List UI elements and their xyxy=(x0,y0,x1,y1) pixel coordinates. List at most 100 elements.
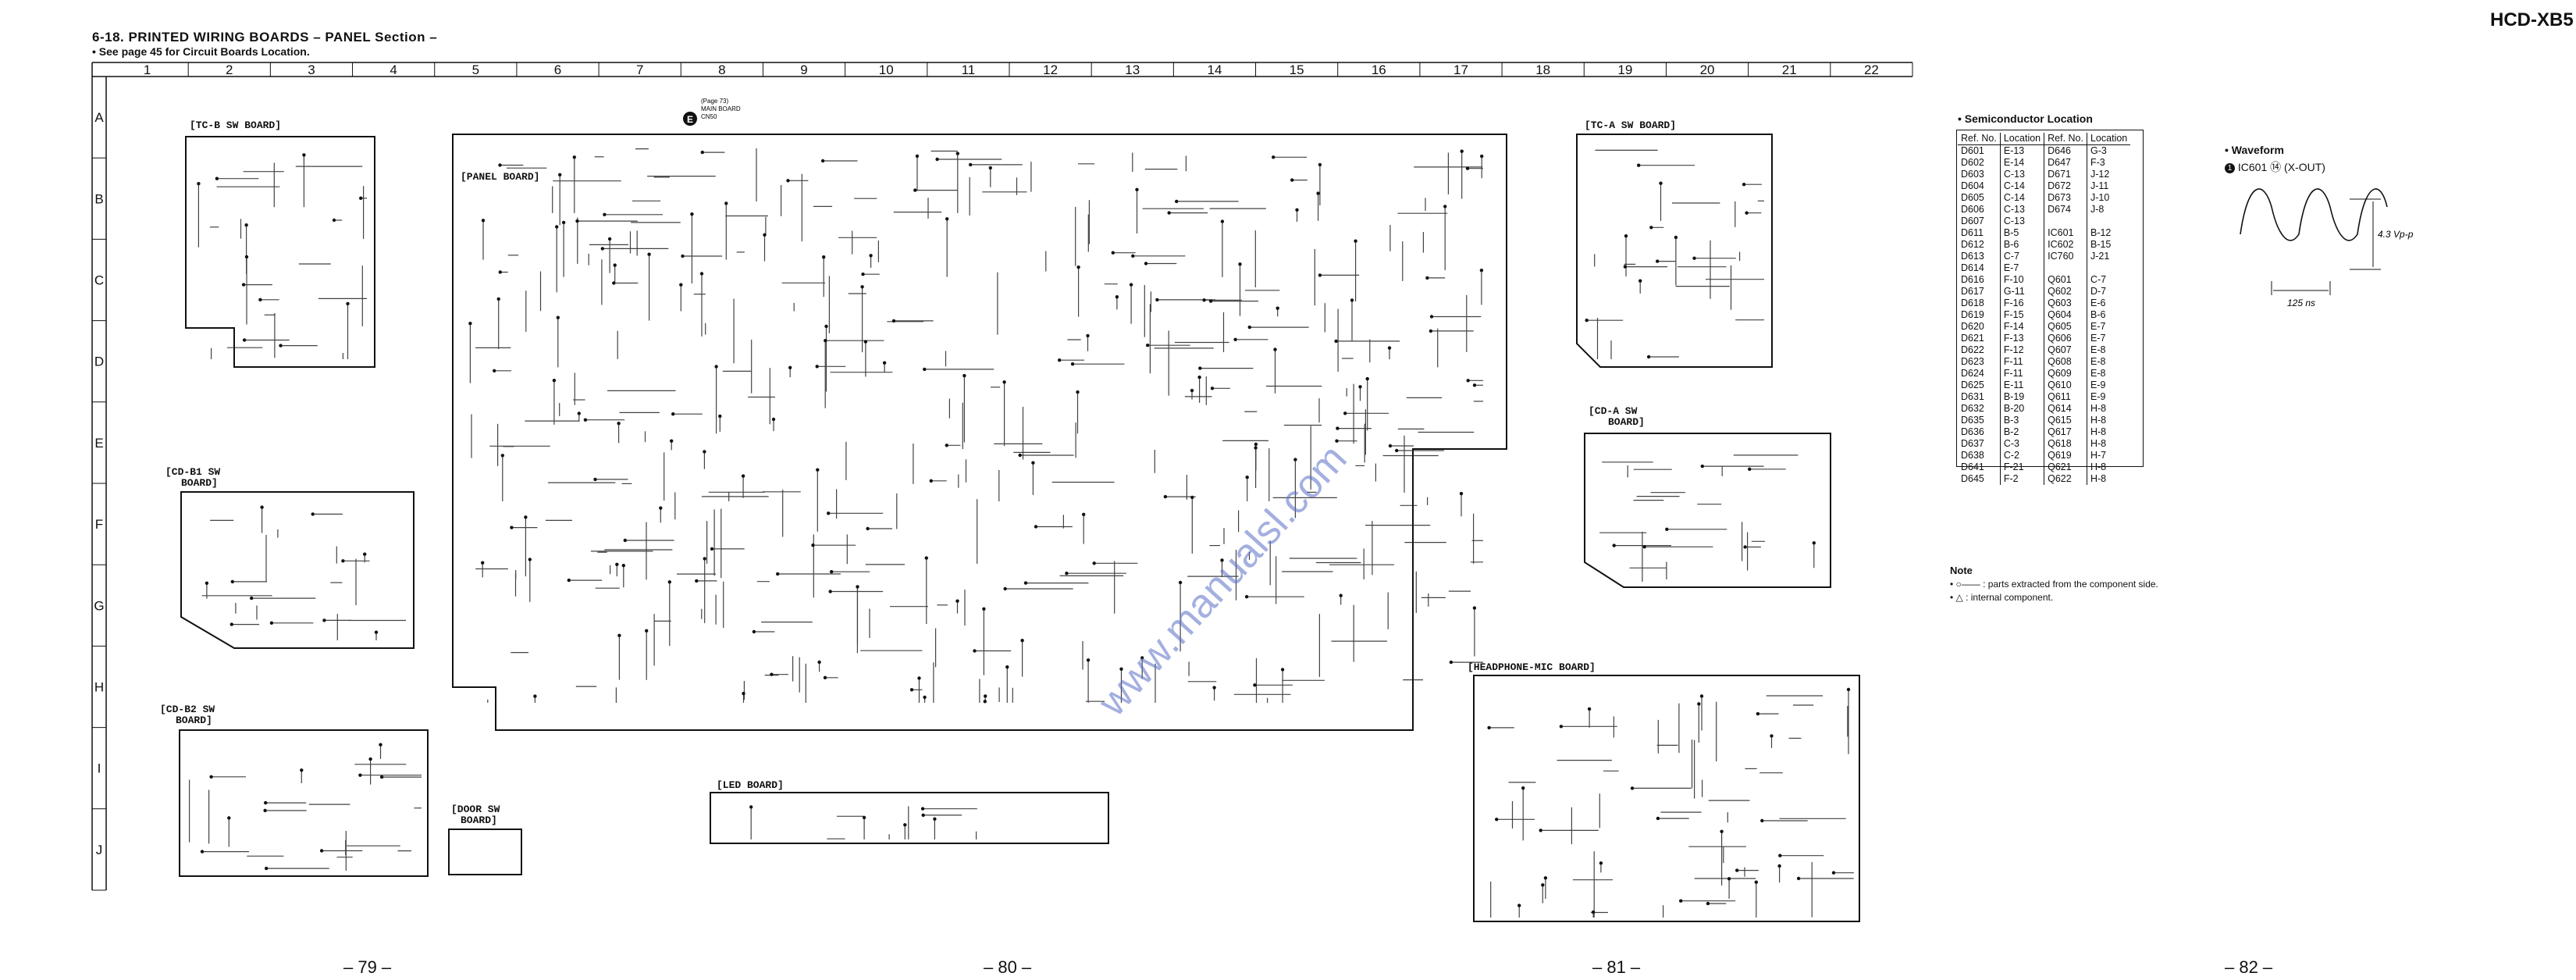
table-cell: IC602 xyxy=(2044,239,2087,251)
page-subtitle: • See page 45 for Circuit Boards Locatio… xyxy=(92,45,310,58)
semiconductor-title: • Semiconductor Location xyxy=(1958,112,2093,125)
table-cell: H-8 xyxy=(2086,438,2131,450)
table-cell: C-13 xyxy=(1999,169,2044,180)
cd-b2-board-outline xyxy=(179,729,429,877)
table-cell: Q609 xyxy=(2044,368,2087,380)
table-row: D614 E-7 xyxy=(1958,262,2131,274)
table-cell: E-7 xyxy=(2086,333,2131,344)
table-cell: C-14 xyxy=(1999,192,2044,204)
table-cell: D672 xyxy=(2044,180,2087,192)
table-cell: D625 xyxy=(1961,380,1984,390)
grid-row-label: A xyxy=(94,110,104,125)
cd-b1-label-2: BOARD] xyxy=(181,477,218,489)
page-number-79: – 79 – xyxy=(343,957,392,977)
table-cell: C-7 xyxy=(2086,274,2131,286)
panel-board-outline xyxy=(452,134,1507,731)
cd-b1-label-1: [CD-B1 SW xyxy=(165,466,220,478)
table-cell: G-3 xyxy=(2086,144,2131,157)
table-cell xyxy=(2086,262,2131,274)
page-number-82: – 82 – xyxy=(2225,957,2273,977)
table-cell: D635 xyxy=(1961,415,1984,426)
table-cell: D614 xyxy=(1961,262,1984,273)
table-cell: Q606 xyxy=(2044,333,2087,344)
table-cell: D612 xyxy=(1961,239,1984,250)
table-cell: E-8 xyxy=(2086,368,2131,380)
table-cell: Q607 xyxy=(2044,344,2087,356)
note-block: Note • ○—— : parts extracted from the co… xyxy=(1950,565,2158,603)
table-cell: D606 xyxy=(1961,204,1984,215)
table-cell: F-3 xyxy=(2086,157,2131,169)
table-cell: C-3 xyxy=(1999,438,2044,450)
table-cell: D601 xyxy=(1961,145,1984,156)
table-cell: F-2 xyxy=(1999,473,2044,485)
table-cell: D636 xyxy=(1961,426,1984,437)
table-cell: H-8 xyxy=(2086,426,2131,438)
table-cell: D607 xyxy=(1961,216,1984,226)
page-title: 6-18. PRINTED WIRING BOARDS – PANEL Sect… xyxy=(92,30,438,45)
cd-a-board-outline xyxy=(1584,433,1831,588)
table-cell: D673 xyxy=(2044,192,2087,204)
table-cell: F-11 xyxy=(1999,356,2044,368)
table-cell: E-9 xyxy=(2086,380,2131,391)
table-cell: D619 xyxy=(1961,309,1984,320)
table-cell xyxy=(2044,262,2087,274)
tc-a-board-outline xyxy=(1576,134,1773,368)
grid-column-label: 22 xyxy=(1864,62,1879,77)
table-header: Location xyxy=(1999,133,2044,145)
table-cell: Q608 xyxy=(2044,356,2087,368)
grid-row-label: G xyxy=(94,598,104,613)
table-cell: IC760 xyxy=(2044,251,2087,262)
table-cell: H-8 xyxy=(2086,415,2131,426)
table-cell: E-13 xyxy=(1999,144,2044,157)
table-cell: B-15 xyxy=(2086,239,2131,251)
table-cell: C-7 xyxy=(1999,251,2044,262)
note-line-1: • ○—— : parts extracted from the compone… xyxy=(1950,579,2158,590)
table-cell: D605 xyxy=(1961,192,1984,203)
grid-column-label: 12 xyxy=(1043,62,1058,77)
table-cell xyxy=(2086,216,2131,227)
panel-label: [PANEL BOARD] xyxy=(461,171,539,183)
table-cell: D602 xyxy=(1961,157,1984,168)
cd-b1-board-outline xyxy=(180,491,415,649)
table-cell: B-20 xyxy=(1999,403,2044,415)
grid-column-label: 2 xyxy=(226,62,233,77)
table-cell: F-21 xyxy=(1999,461,2044,473)
grid-column-label: 6 xyxy=(554,62,561,77)
table-cell: Q619 xyxy=(2044,450,2087,461)
table-cell: Q601 xyxy=(2044,274,2087,286)
table-cell: G-11 xyxy=(1999,286,2044,298)
grid-column-label: 9 xyxy=(800,62,807,77)
table-cell: D621 xyxy=(1961,333,1984,344)
callout-letter: E xyxy=(687,114,693,125)
waveform-period: 125 ns xyxy=(2287,298,2315,308)
table-cell: J-12 xyxy=(2086,169,2131,180)
table-cell: D-7 xyxy=(2086,286,2131,298)
table-cell: F-15 xyxy=(1999,309,2044,321)
table-cell: D604 xyxy=(1961,180,1984,191)
grid-frame xyxy=(91,62,1913,891)
cd-a-label-1: [CD-A SW xyxy=(1589,405,1638,417)
waveform-ic-label: 1 IC601 ⑭ (X-OUT) xyxy=(2225,159,2325,175)
table-cell: C-14 xyxy=(1999,180,2044,192)
table-cell: D623 xyxy=(1961,356,1984,367)
table-cell: B-6 xyxy=(2086,309,2131,321)
table-cell: D671 xyxy=(2044,169,2087,180)
grid-column-label: 13 xyxy=(1125,62,1140,77)
table-cell: B-12 xyxy=(2086,227,2131,239)
table-cell: C-13 xyxy=(1999,204,2044,216)
table-cell: D632 xyxy=(1961,403,1984,414)
table-cell: E-7 xyxy=(1999,262,2044,274)
table-cell: D631 xyxy=(1961,391,1984,402)
